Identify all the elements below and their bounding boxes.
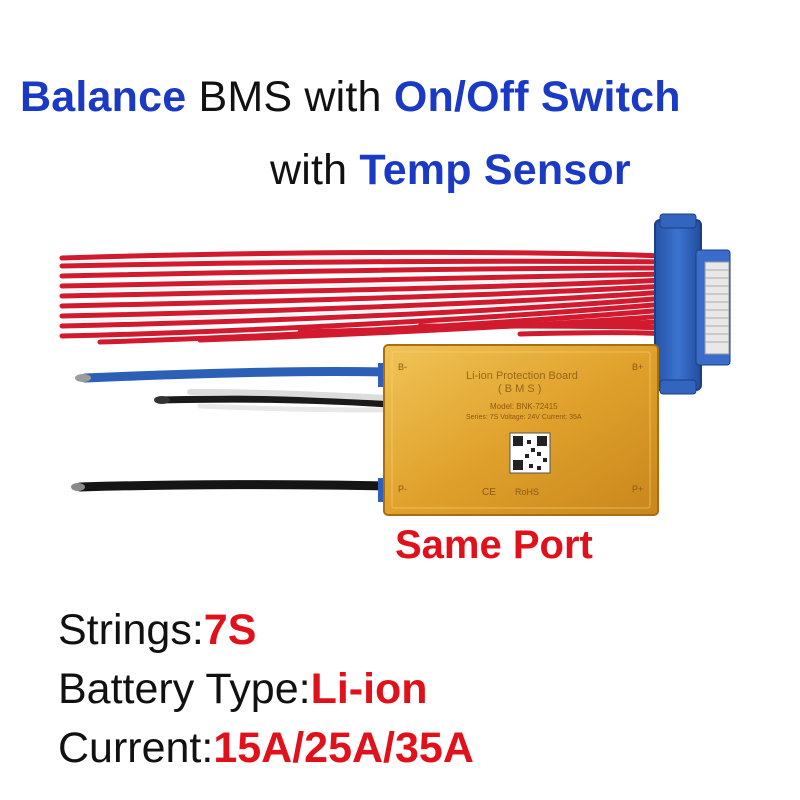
board-cert-ce: CE [482, 487, 496, 498]
headline-temp-sensor: Temp Sensor [359, 146, 631, 194]
spec-current-value: 15A/25A/35A [213, 724, 474, 772]
headline-with: with [270, 146, 360, 194]
headline-switch: On/Off Switch [393, 73, 681, 121]
balance-wire-bundle [59, 249, 668, 345]
board-spec-line: Series: 7S Voltage: 24V Current: 35A [466, 414, 582, 421]
board-label-p-plus: P+ [632, 484, 644, 494]
balance-connector [654, 213, 731, 395]
spec-battery-type-label: Battery Type: [58, 665, 311, 713]
board-label-p-minus: P- [398, 484, 407, 494]
board-title: Li-ion Protection Board [466, 370, 578, 382]
b-minus-wire [75, 366, 390, 383]
headline-line-1: Balance BMS with On/Off Switch [20, 73, 681, 122]
headline-balance: Balance [20, 73, 187, 121]
same-port-caption: Same Port [395, 523, 593, 567]
bms-board [378, 344, 659, 516]
headline-line-2: with Temp Sensor [270, 146, 631, 195]
board-model: Model: BNK-72415 [490, 402, 558, 411]
spec-strings: Strings:7S [58, 606, 256, 655]
board-label-b-minus: B- [398, 362, 407, 372]
spec-current: Current:15A/25A/35A [58, 724, 474, 773]
spec-strings-label: Strings: [58, 606, 204, 654]
board-label-b-plus: B+ [632, 362, 644, 372]
spec-battery-type-value: Li-ion [310, 665, 428, 713]
spec-strings-value: 7S [203, 606, 257, 654]
spec-current-label: Current: [58, 724, 214, 772]
p-minus-wire [71, 480, 390, 492]
spec-battery-type: Battery Type:Li-ion [58, 665, 428, 714]
headline-bms-with: BMS with [186, 73, 394, 121]
board-cert-rohs: RoHS [515, 487, 540, 497]
temp-sensor-wires [154, 389, 392, 413]
board-subtitle: ( B M S ) [498, 383, 542, 395]
